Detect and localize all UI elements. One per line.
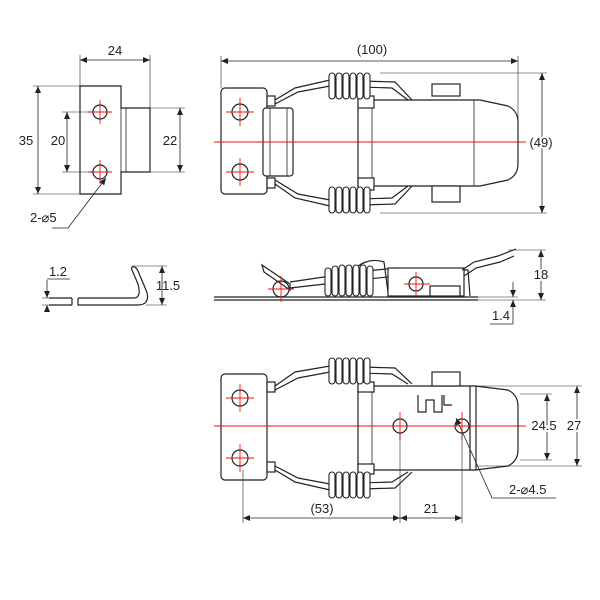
- dim-overall-width: (49): [529, 135, 552, 150]
- latch-elevation-view: [214, 248, 517, 302]
- side-view-dimensions: [42, 265, 167, 312]
- dim-front-height: 35: [19, 133, 33, 148]
- dim-elevation-height: 18: [534, 267, 548, 282]
- dim-elevation-base: 1.4: [492, 308, 510, 323]
- front-view-dimensions: [33, 55, 185, 229]
- elevation-dimensions: [478, 249, 546, 325]
- dim-bottom-width-outer: 27: [567, 418, 581, 433]
- dim-bottom-length-left: (53): [310, 501, 333, 516]
- dim-bottom-width-inner: 24.5: [531, 418, 556, 433]
- dim-side-height: 11.5: [156, 278, 180, 293]
- dim-front-holes: 2-⌀5: [30, 210, 57, 225]
- bottom-view-dimensions: [242, 385, 582, 523]
- dim-overall-length: (100): [357, 42, 387, 57]
- dim-front-width: 24: [108, 43, 122, 58]
- top-view-dimensions: [220, 56, 547, 214]
- catch-plate-front-view: [79, 85, 151, 195]
- dim-side-thickness: 1.2: [49, 264, 67, 279]
- latch-bottom-view: [214, 357, 526, 499]
- dim-bottom-length-right: 21: [424, 501, 438, 516]
- latch-top-view: [214, 72, 526, 214]
- dim-front-inner-height: 22: [163, 133, 177, 148]
- dim-bottom-holes: 2-⌀4.5: [509, 482, 546, 497]
- dim-front-hole-pitch: 20: [51, 133, 65, 148]
